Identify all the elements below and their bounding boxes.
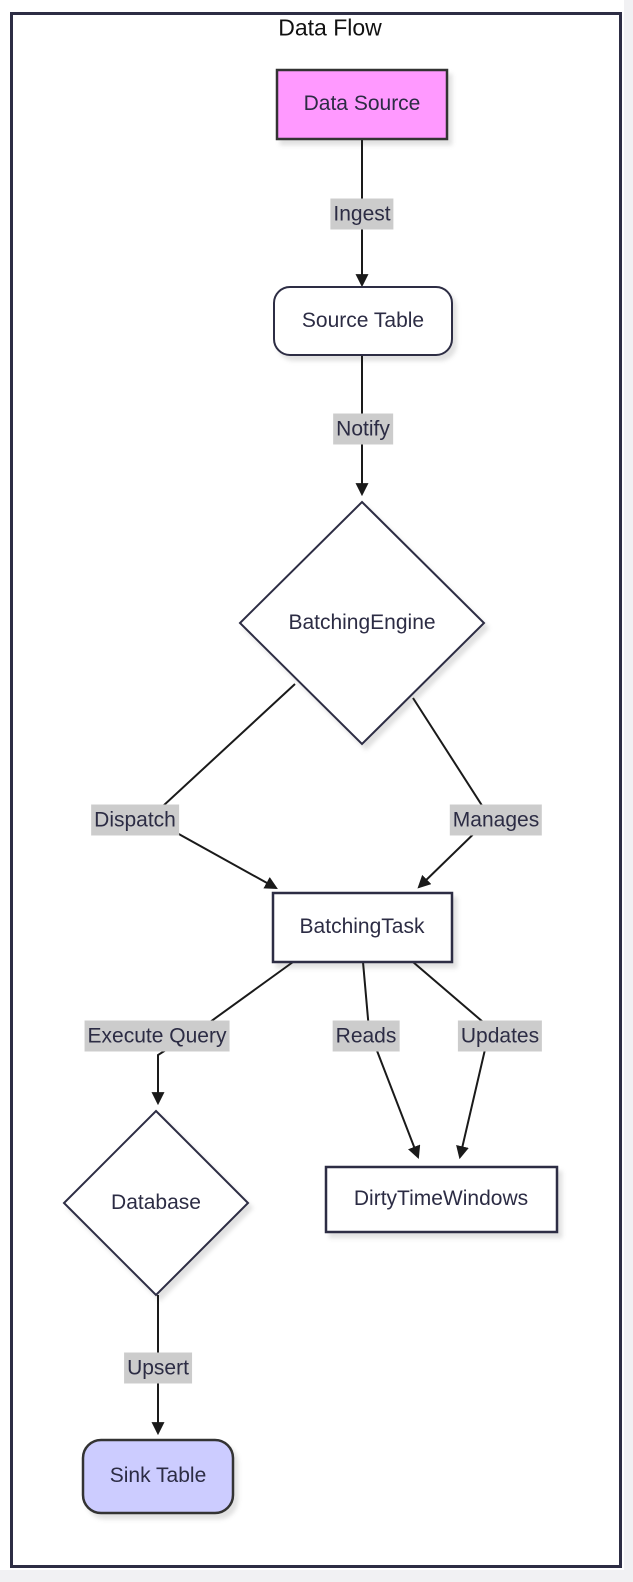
node-label-batching-task: BatchingTask [299, 915, 425, 938]
node-dirty-time-windows [324, 1165, 559, 1234]
edge-updates-line [412, 961, 492, 1160]
node-label-source-table: Source Table [301, 309, 425, 332]
edge-label-execute-query: Execute Query [84, 1020, 230, 1052]
node-shapes [62, 68, 559, 1515]
node-data-source [275, 68, 449, 141]
node-sink-table [81, 1438, 235, 1515]
edge-label-updates: Updates [457, 1020, 543, 1052]
node-label-database: Database [111, 1191, 201, 1214]
node-batching-engine [238, 500, 486, 746]
node-label-dirty-time-windows: DirtyTimeWindows [353, 1187, 529, 1210]
edge-dispatch-line [148, 683, 296, 890]
node-source-table [273, 286, 453, 356]
edge-label-dispatch: Dispatch [91, 804, 179, 836]
edge-label-ingest: Ingest [330, 198, 394, 230]
edge-manages-line [412, 697, 492, 889]
edge-reads-line [362, 961, 421, 1160]
node-label-data-source: Data Source [303, 92, 421, 115]
node-label-sink-table: Sink Table [109, 1464, 207, 1487]
edge-label-manages: Manages [449, 804, 543, 836]
diagram-title: Data Flow [278, 14, 382, 41]
page-background [0, 0, 624, 1570]
edge-label-upsert: Upsert [124, 1352, 192, 1384]
edge-label-notify: Notify [333, 413, 393, 445]
node-database [62, 1109, 250, 1297]
edge-label-reads: Reads [332, 1020, 400, 1052]
node-label-batching-engine: BatchingEngine [288, 611, 436, 634]
diagram-border [10, 12, 622, 1568]
node-batching-task [271, 891, 454, 964]
